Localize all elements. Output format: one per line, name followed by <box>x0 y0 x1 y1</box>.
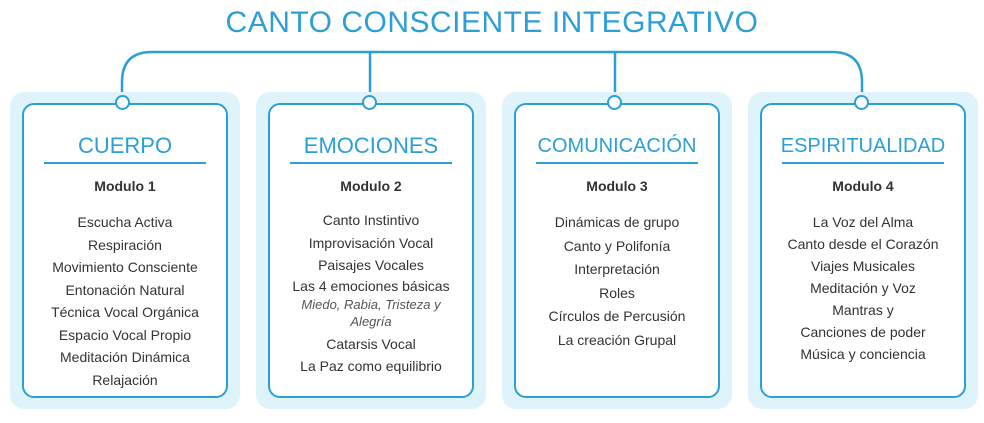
list-item: Dinámicas de grupo <box>554 214 680 230</box>
connector-dot <box>115 95 130 110</box>
list-item: Canto y Polifonía <box>563 237 671 254</box>
list-item: Interpretación <box>574 261 660 277</box>
list-item: Canto Instintivo <box>322 212 420 228</box>
connector-dot <box>854 95 869 110</box>
module-label: Modulo 3 <box>586 178 648 194</box>
list-item: Viajes Musicales <box>810 258 915 274</box>
list-item: Canciones de poder <box>800 324 926 340</box>
title-divider <box>44 162 206 164</box>
card-comunicacion: COMUNICACIÓN Modulo 3 Dinámicas de grupo… <box>514 103 720 398</box>
module-label: Modulo 2 <box>340 178 402 194</box>
list-item: Relajación <box>92 371 158 388</box>
list-item: Entonación Natural <box>65 281 185 298</box>
diagram-title: CANTO CONSCIENTE INTEGRATIVO <box>225 6 759 39</box>
connector-dot <box>607 95 622 110</box>
list-item: Música y conciencia <box>800 346 926 362</box>
item-list: Canto Instintivo Improvisación Vocal Pai… <box>270 209 472 378</box>
item-list: Dinámicas de grupo Canto y Polifonía Int… <box>516 211 718 352</box>
item-list: La Voz del Alma Canto desde el Corazón V… <box>762 211 964 365</box>
list-item: Mantras y <box>832 302 894 318</box>
title-divider <box>536 162 698 164</box>
title-divider <box>782 162 944 164</box>
list-item: La Paz como equilibrio <box>300 358 442 374</box>
card-title: CUERPO <box>77 133 173 158</box>
list-item: Escucha Activa <box>77 214 173 230</box>
list-item: Improvisación Vocal <box>308 234 434 251</box>
list-item: Las 4 emociones básicas <box>292 277 450 294</box>
list-item: La creación Grupal <box>557 331 677 348</box>
top-bracket-line <box>120 50 864 102</box>
list-item: Círculos de Percusión <box>548 308 686 324</box>
list-item: Movimiento Consciente <box>52 259 198 275</box>
list-item: Meditación y Voz <box>810 280 916 296</box>
module-label: Modulo 1 <box>94 178 156 194</box>
connector-dot <box>362 95 377 110</box>
list-item: Roles <box>599 284 635 301</box>
card-espiritualidad: ESPIRITUALIDAD Modulo 4 La Voz del Alma … <box>760 103 966 398</box>
list-item: Paisajes Vocales <box>318 257 424 273</box>
title-divider <box>290 162 452 164</box>
list-item: Respiración <box>88 236 162 253</box>
list-item: Canto desde el Corazón <box>787 236 939 252</box>
item-list: Escucha Activa Respiración Movimiento Co… <box>24 211 226 391</box>
column-espiritualidad: ESPIRITUALIDAD Modulo 4 La Voz del Alma … <box>748 92 978 409</box>
list-item: Meditación Dinámica <box>60 349 190 365</box>
column-comunicacion: COMUNICACIÓN Modulo 3 Dinámicas de grupo… <box>502 92 732 409</box>
card-title: COMUNICACIÓN <box>537 135 697 157</box>
card-cuerpo: CUERPO Modulo 1 Escucha Activa Respiraci… <box>22 103 228 398</box>
card-emociones: EMOCIONES Modulo 2 Canto Instintivo Impr… <box>268 103 474 398</box>
list-item: Técnica Vocal Orgánica <box>51 304 199 320</box>
list-item: Espacio Vocal Propio <box>58 326 192 343</box>
column-emociones: EMOCIONES Modulo 2 Canto Instintivo Impr… <box>256 92 486 409</box>
module-label: Modulo 4 <box>832 178 894 194</box>
card-title: ESPIRITUALIDAD <box>780 135 946 157</box>
list-item: Catarsis Vocal <box>326 335 416 352</box>
card-title: EMOCIONES <box>303 133 439 158</box>
emotions-note: Miedo, Rabia, Tristeza y Alegría <box>301 296 441 329</box>
column-cuerpo: CUERPO Modulo 1 Escucha Activa Respiraci… <box>10 92 240 409</box>
list-item: La Voz del Alma <box>812 214 914 230</box>
